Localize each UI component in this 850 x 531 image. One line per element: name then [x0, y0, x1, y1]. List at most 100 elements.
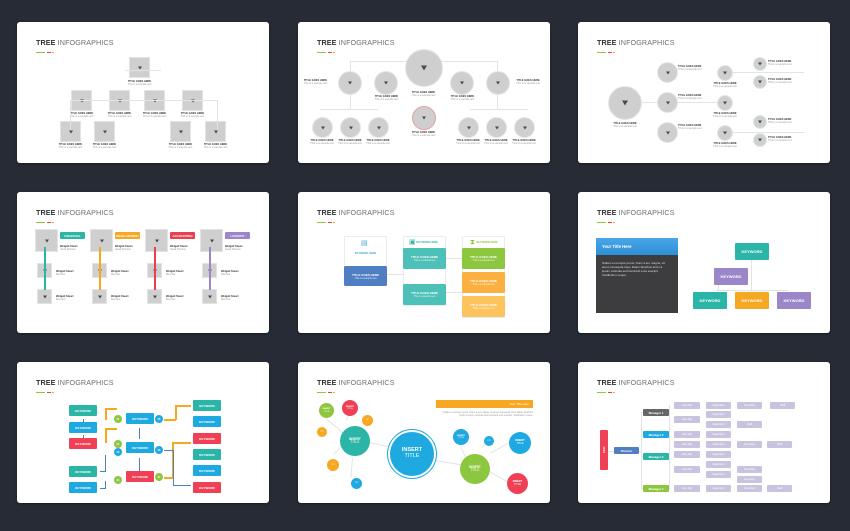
node-subtitle: This is a sample text — [768, 63, 792, 66]
circle-image-placeholder — [368, 117, 389, 138]
slide-title-light: INFOGRAPHICS — [616, 38, 675, 47]
node-subtitle: This is a sample text — [58, 146, 83, 149]
bubble-subtitle: TXT — [365, 419, 370, 422]
node-label: KEYWORD HERE — [408, 241, 446, 244]
keyword-box: Director — [614, 447, 639, 454]
org-role-box: Ass. Mgr — [674, 466, 700, 473]
circle-image-placeholder — [657, 92, 678, 113]
node-title: TITLE GOES HERE — [411, 91, 436, 94]
circle-image-placeholder — [717, 65, 733, 81]
node-title: TITLE GOES HERE — [450, 95, 475, 98]
org-role-box: Staff — [767, 485, 792, 492]
keyword-box: KEYWORD — [193, 449, 221, 460]
keyword-box: KEYWORD — [714, 268, 748, 285]
mind-map-bubble: TXT — [362, 415, 373, 426]
node-subtitle: This is a sample text — [168, 146, 193, 149]
connector-line — [641, 456, 643, 457]
node-subtitle: This is a sample text — [142, 115, 167, 118]
node-subtitle: This is a sample text — [713, 145, 737, 148]
org-role-box: Supervisor — [706, 431, 731, 438]
node-subtitle: This is a sample text — [107, 115, 132, 118]
placeholder-icon — [348, 126, 353, 129]
card-subtitle: This is a sample text — [472, 283, 495, 286]
node-title: TITLE GOES HERE — [516, 79, 540, 82]
node-title: TITLE GOES HERE — [768, 136, 792, 139]
node-title: TITLE GOES HERE — [69, 112, 94, 115]
image-placeholder — [147, 289, 162, 304]
node-subtitle: This is a sample text — [768, 121, 792, 124]
placeholder-icon — [460, 81, 464, 85]
bubble-subtitle: TXT — [487, 439, 491, 442]
connector-line — [459, 444, 466, 458]
placeholder-icon — [348, 81, 352, 85]
card-subtitle: This is a sample text — [413, 295, 436, 298]
org-role-box: Ass. Mgr — [674, 416, 700, 423]
bubble-subtitle: TITLE — [516, 442, 524, 445]
bubble-subtitle: TXT — [354, 482, 359, 485]
org-role-box: Supervisor — [706, 411, 731, 418]
node-title: Welgatt Stuart — [166, 295, 184, 298]
placeholder-icon — [665, 131, 670, 134]
image-placeholder — [129, 57, 150, 78]
placeholder-icon — [102, 130, 107, 133]
node-title: TITLE GOES HERE — [107, 112, 132, 115]
node-title: Welgatt Stuart — [111, 295, 129, 298]
node-subtitle: This is a sample text — [768, 81, 792, 84]
placeholder-icon — [68, 130, 73, 133]
placeholder-icon — [154, 239, 159, 242]
node-title: Welgatt Stuart — [221, 295, 239, 298]
circle-image-placeholder — [312, 117, 333, 138]
connector-line — [718, 282, 719, 291]
placeholder-icon — [213, 130, 218, 133]
title-bar: Your Title Here — [436, 400, 533, 408]
node-subtitle: Member — [166, 273, 176, 276]
node-title: TITLE GOES HERE — [713, 82, 737, 85]
circle-image-placeholder — [338, 71, 362, 95]
circle-image-placeholder — [340, 117, 361, 138]
flow-arrow-segment — [172, 442, 174, 477]
connector-line — [70, 100, 71, 130]
circle-image-placeholder — [753, 75, 767, 89]
bubble-subtitle: TXT — [320, 430, 324, 433]
keyword-box: KEYWORD — [69, 482, 97, 493]
bubble-subtitle: TXT — [331, 463, 335, 466]
node-title: TITLE GOES HERE — [678, 65, 702, 68]
node-subtitle: This is a sample text — [516, 82, 540, 85]
node-title: TITLE GOES HERE — [58, 143, 83, 146]
flow-arrow-segment — [105, 408, 107, 420]
placeholder-icon — [466, 126, 471, 129]
card-title: TITLE GOES HERE — [469, 303, 497, 307]
bubble-subtitle: TITLE — [350, 440, 360, 444]
placeholder-icon — [758, 80, 762, 84]
connector-line — [724, 132, 804, 133]
placeholder-icon — [494, 126, 499, 129]
node-subtitle: This is a sample text — [69, 115, 94, 118]
flow-arrow-segment — [139, 428, 140, 439]
keyword-box: ACCOUNTING — [170, 232, 195, 239]
keyword-box: KEYWORD — [735, 292, 769, 309]
bubble-subtitle: TITLE — [347, 408, 353, 410]
flow-arrow-segment — [164, 450, 174, 451]
circle-image-placeholder — [753, 57, 767, 71]
placeholder-icon — [44, 239, 49, 242]
title-accent-underline — [597, 222, 627, 224]
